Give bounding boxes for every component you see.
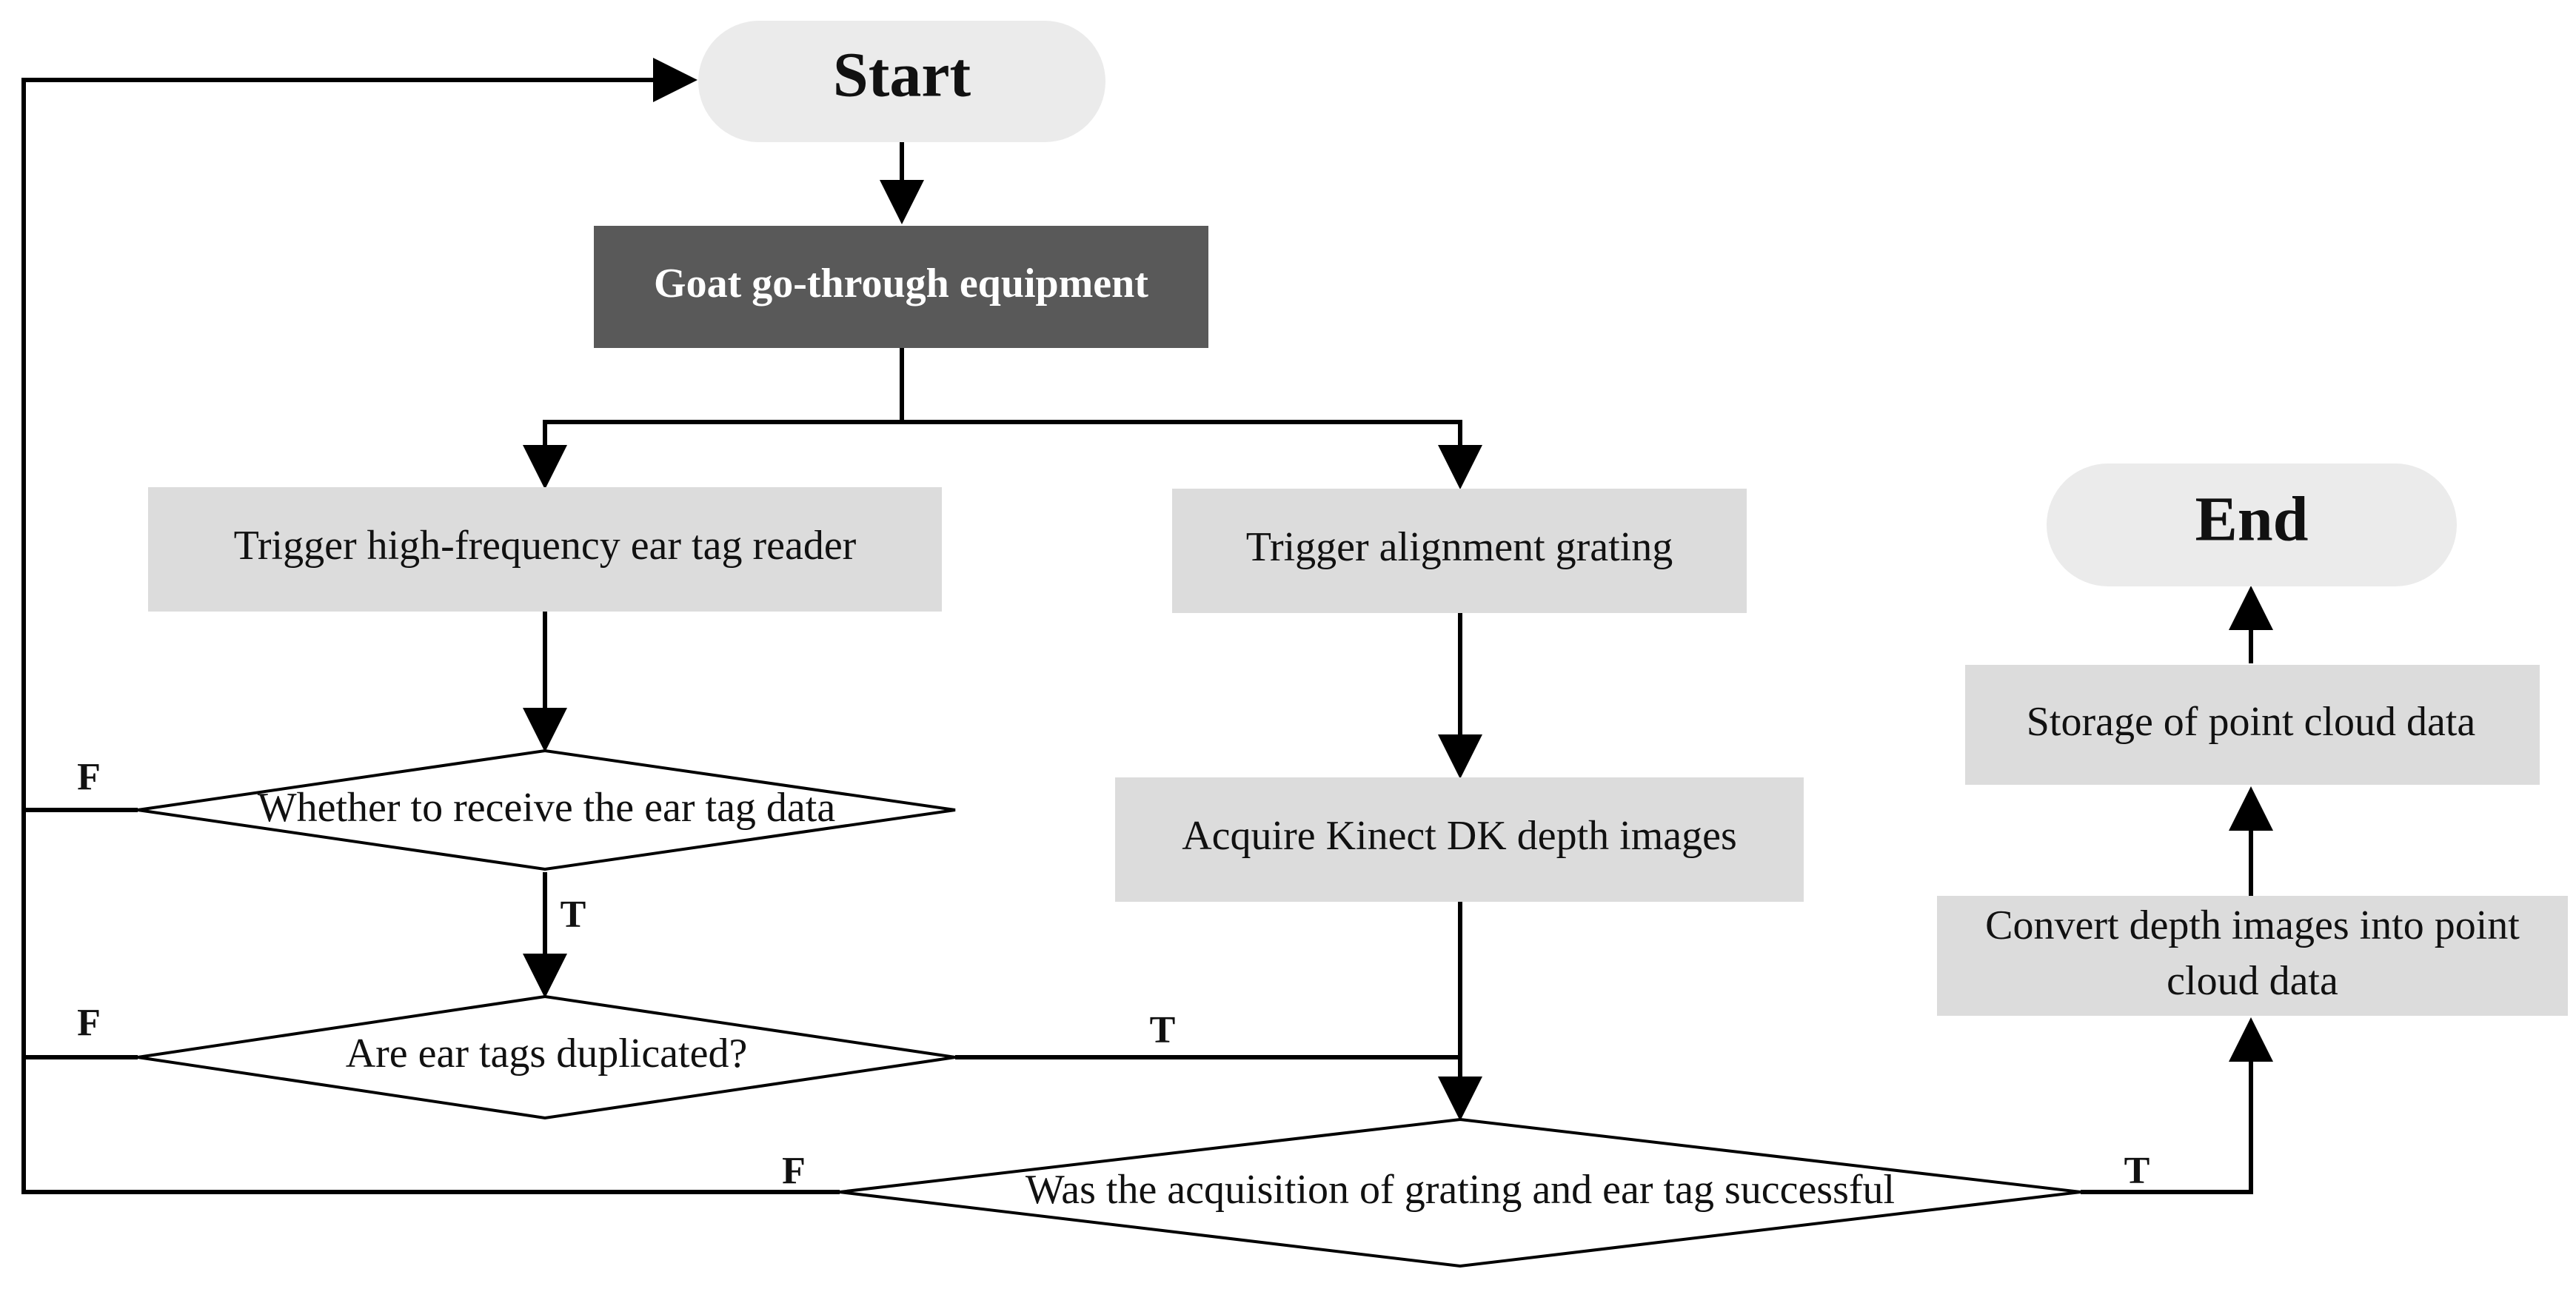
receive-decision-node [137, 749, 956, 871]
success-decision-label: Was the acquisition of grating and ear t… [1026, 1167, 1895, 1213]
ear-tag-reader-label: Trigger high-frequency ear tag reader [234, 523, 857, 569]
acquire-depth-node [1115, 777, 1804, 902]
false-label-receive: F [77, 756, 101, 798]
false-label-success: F [782, 1150, 806, 1192]
true-label-receive: T [561, 894, 586, 936]
connector-goat-split-right [902, 420, 1482, 489]
ear-tag-reader-node [148, 487, 942, 612]
goat-equipment-label: Goat go-through equipment [654, 261, 1148, 307]
receive-decision-label: Whether to receive the ear tag data [258, 785, 836, 831]
connector-loop-to-start [21, 58, 840, 1194]
false-label-duplicate: F [77, 1002, 101, 1044]
alignment-grating-label: Trigger alignment grating [1246, 524, 1673, 570]
convert-label-line2: cloud data [2167, 958, 2338, 1004]
duplicate-decision-label: Are ear tags duplicated? [346, 1031, 748, 1077]
connector-goat-split [523, 346, 904, 489]
success-decision-node [839, 1117, 2081, 1268]
storage-node [1965, 665, 2540, 785]
end-label: End [2195, 483, 2308, 555]
acquire-depth-label: Acquire Kinect DK depth images [1182, 813, 1737, 859]
convert-node [1937, 896, 2568, 1016]
true-label-success: T [2124, 1150, 2150, 1192]
true-label-duplicate: T [1150, 1009, 1176, 1051]
end-node [2047, 463, 2457, 586]
storage-label: Storage of point cloud data [2027, 699, 2476, 745]
start-node [698, 21, 1105, 142]
connector-success-true [2081, 1017, 2273, 1194]
convert-label-line1: Convert depth images into point [1985, 903, 2520, 948]
start-label: Start [833, 39, 971, 110]
alignment-grating-node [1172, 489, 1747, 613]
goat-equipment-node [594, 226, 1208, 348]
duplicate-decision-node [137, 994, 956, 1120]
